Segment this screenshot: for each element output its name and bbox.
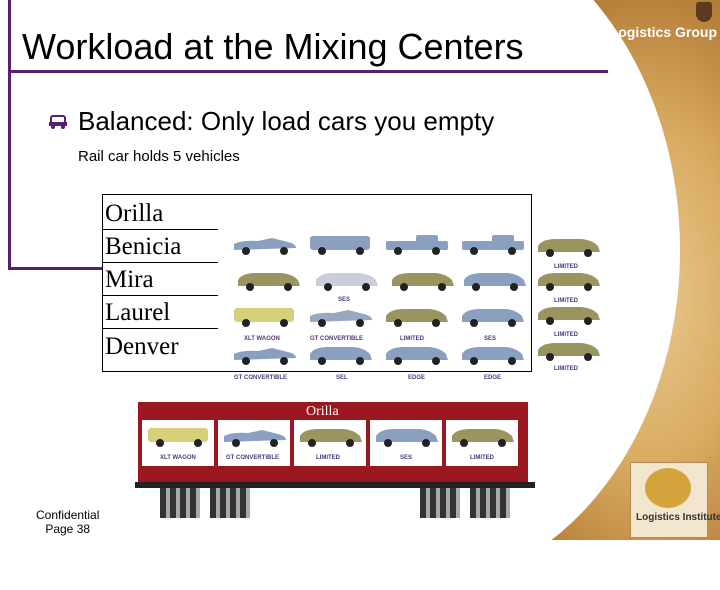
rail-slot-label: GT CONVERTIBLE xyxy=(226,455,280,461)
row-label-laurel: Laurel xyxy=(103,296,218,329)
vehicle-label: LIMITED xyxy=(554,332,578,338)
rail-vehicle-image xyxy=(294,424,368,450)
vehicle-label: GT CONVERTIBLE xyxy=(234,375,288,381)
row-label-denver: Denver xyxy=(103,330,218,363)
rail-slot-label: LIMITED xyxy=(316,455,340,461)
vehicle-image xyxy=(228,232,302,258)
vehicle-image xyxy=(532,302,606,328)
frame-line-bottom xyxy=(8,267,104,270)
row-label-orilla: Orilla xyxy=(103,197,218,230)
vehicle-image xyxy=(228,304,302,330)
rail-vehicle-image xyxy=(142,424,216,450)
vehicle-image xyxy=(458,268,532,294)
rail-track xyxy=(135,482,535,488)
vehicle-image xyxy=(310,268,384,294)
vehicle-label: GT CONVERTIBLE xyxy=(310,336,364,342)
vehicle-label: SES xyxy=(484,336,497,342)
vehicle-image xyxy=(232,268,306,294)
vehicle-image xyxy=(380,232,454,258)
vehicle-label: LIMITED xyxy=(554,264,578,270)
footer: Confidential Page 38 xyxy=(36,508,99,536)
ups-shield-icon xyxy=(696,2,712,22)
rail-slot-label: XLT WAGON xyxy=(160,455,196,461)
wheel-truck-right-2 xyxy=(470,488,510,518)
row-label-benicia: Benicia xyxy=(103,230,218,263)
vehicle-label: LIMITED xyxy=(554,366,578,372)
sub-text: Rail car holds 5 vehicles xyxy=(78,148,240,165)
rail-vehicle-image xyxy=(370,424,444,450)
vehicle-image xyxy=(304,232,378,258)
frame-line-horizontal xyxy=(8,70,608,73)
vehicle-image xyxy=(380,342,454,368)
logo-text: Logistics Institute xyxy=(636,512,720,523)
slide-title: Workload at the Mixing Centers xyxy=(22,26,524,67)
confidential-label: Confidential xyxy=(36,508,100,522)
logistics-badge-icon xyxy=(645,468,691,508)
vehicle-image xyxy=(456,304,530,330)
vehicle-image xyxy=(456,232,530,258)
vehicle-image xyxy=(532,234,606,260)
vehicle-label: SES xyxy=(338,297,351,303)
vehicle-image xyxy=(228,342,302,368)
brand-label: UPS Logistics Group xyxy=(577,24,718,40)
row-label-mira-loma: Mira Loma xyxy=(103,263,218,327)
rail-car-label: Orilla xyxy=(306,404,339,419)
frame-line-vertical xyxy=(8,0,11,270)
vehicle-label: SEL xyxy=(336,375,348,381)
car-bullet-icon xyxy=(48,114,68,135)
vehicle-image xyxy=(456,342,530,368)
vehicle-image xyxy=(532,338,606,364)
rail-slot-label: SES xyxy=(400,455,413,461)
vehicle-label: LIMITED xyxy=(554,298,578,304)
vehicle-image xyxy=(532,268,606,294)
bullet-text: Balanced: Only load cars you empty xyxy=(78,106,495,136)
vehicle-image xyxy=(304,304,378,330)
rail-vehicle-image xyxy=(446,424,520,450)
vehicle-label: XLT WAGON xyxy=(244,336,280,342)
wheel-truck-left xyxy=(160,488,200,518)
page-number: Page 38 xyxy=(45,522,91,536)
vehicle-image xyxy=(386,268,460,294)
rail-vehicle-image xyxy=(218,424,292,450)
vehicle-label: LIMITED xyxy=(400,336,424,342)
wheel-truck-left-2 xyxy=(210,488,250,518)
rail-slot-label: LIMITED xyxy=(470,455,494,461)
vehicle-image xyxy=(304,342,378,368)
vehicle-image xyxy=(380,304,454,330)
vehicle-label: EDGE xyxy=(484,375,502,381)
vehicle-label: EDGE xyxy=(408,375,426,381)
wheel-truck-right xyxy=(420,488,460,518)
